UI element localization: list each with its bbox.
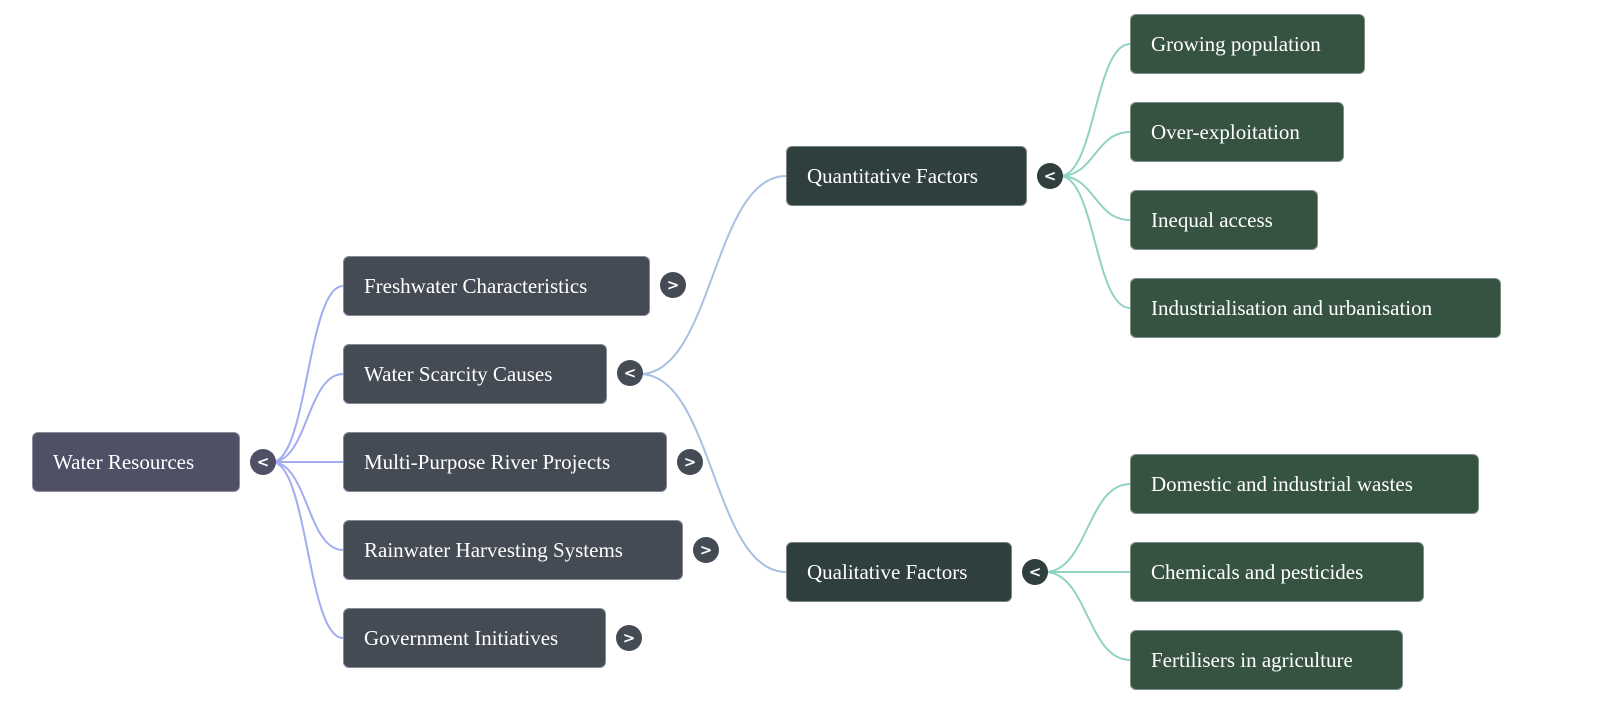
chevron-right-icon: > [622, 629, 636, 647]
chevron-right-icon: > [666, 276, 680, 294]
node-quantitative-factors[interactable]: Quantitative Factors [786, 146, 1027, 206]
node-growing-population[interactable]: Growing population [1130, 14, 1365, 74]
node-label: Multi-Purpose River Projects [364, 450, 611, 474]
node-industrialisation-and-urbanisation[interactable]: Industrialisation and urbanisation [1130, 278, 1501, 338]
chevron-left-icon: < [1028, 563, 1042, 581]
connector-root-government [271, 461, 344, 639]
connector-quantitative-leaf-1 [1059, 131, 1131, 177]
connector-scarcity-qualitative [639, 373, 787, 573]
connector-qualitative-leaf-2 [1044, 571, 1131, 661]
node-qualitative-factors[interactable]: Qualitative Factors [786, 542, 1012, 602]
collapse-toggle-water-scarcity-causes[interactable]: < [617, 360, 643, 386]
node-label: Government Initiatives [364, 626, 559, 650]
connector-quantitative-leaf-2 [1059, 175, 1131, 221]
node-label: Quantitative Factors [807, 164, 978, 188]
node-label: Domestic and industrial wastes [1151, 472, 1413, 496]
expand-toggle-rainwater-harvesting-systems[interactable]: > [693, 537, 719, 563]
node-water-resources[interactable]: Water Resources [32, 432, 240, 492]
connector-quantitative-leaf-3 [1059, 175, 1131, 309]
node-label: Industrialisation and urbanisation [1151, 296, 1433, 320]
node-label: Chemicals and pesticides [1151, 560, 1364, 584]
connector-scarcity-quantitative [639, 175, 787, 375]
collapse-toggle-water-resources[interactable]: < [250, 449, 276, 475]
node-label: Water Scarcity Causes [364, 362, 553, 386]
node-freshwater-characteristics[interactable]: Freshwater Characteristics [343, 256, 650, 316]
node-rainwater-harvesting-systems[interactable]: Rainwater Harvesting Systems [343, 520, 683, 580]
expand-toggle-multi-purpose-river-projects[interactable]: > [677, 449, 703, 475]
expand-toggle-freshwater-characteristics[interactable]: > [660, 272, 686, 298]
node-government-initiatives[interactable]: Government Initiatives [343, 608, 606, 668]
node-label: Freshwater Characteristics [364, 274, 588, 298]
node-over-exploitation[interactable]: Over-exploitation [1130, 102, 1344, 162]
collapse-toggle-quantitative-factors[interactable]: < [1037, 163, 1063, 189]
connector-root-rainwater [271, 461, 344, 551]
node-fertilisers-in-agriculture[interactable]: Fertilisers in agriculture [1130, 630, 1403, 690]
connector-qualitative-leaf-0 [1044, 483, 1131, 573]
chevron-left-icon: < [623, 364, 637, 382]
chevron-left-icon: < [1043, 167, 1057, 185]
chevron-right-icon: > [699, 541, 713, 559]
node-multi-purpose-river-projects[interactable]: Multi-Purpose River Projects [343, 432, 667, 492]
node-water-scarcity-causes[interactable]: Water Scarcity Causes [343, 344, 607, 404]
node-chemicals-and-pesticides[interactable]: Chemicals and pesticides [1130, 542, 1424, 602]
chevron-right-icon: > [683, 453, 697, 471]
node-label: Fertilisers in agriculture [1151, 648, 1353, 672]
node-domestic-and-industrial-wastes[interactable]: Domestic and industrial wastes [1130, 454, 1479, 514]
node-inequal-access[interactable]: Inequal access [1130, 190, 1318, 250]
node-label: Rainwater Harvesting Systems [364, 538, 623, 562]
collapse-toggle-qualitative-factors[interactable]: < [1022, 559, 1048, 585]
node-label: Water Resources [53, 450, 195, 474]
expand-toggle-government-initiatives[interactable]: > [616, 625, 642, 651]
node-label: Inequal access [1151, 208, 1273, 232]
chevron-left-icon: < [256, 453, 270, 471]
node-label: Over-exploitation [1151, 120, 1300, 144]
connector-root-freshwater [271, 285, 344, 463]
connector-root-scarcity [271, 373, 344, 463]
node-label: Qualitative Factors [807, 560, 968, 584]
connector-quantitative-leaf-0 [1059, 43, 1131, 177]
node-label: Growing population [1151, 32, 1321, 56]
